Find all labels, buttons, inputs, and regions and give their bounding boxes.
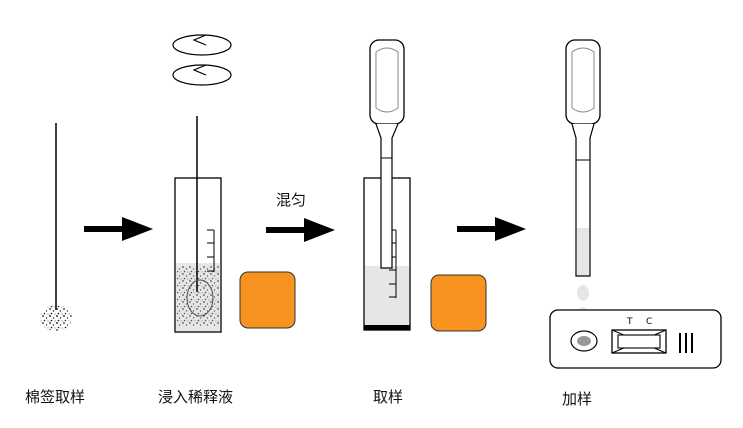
dropper-icon: [369, 39, 405, 269]
tube-icon: [174, 116, 222, 333]
test-cassette-icon: T C: [549, 309, 722, 369]
swab-icon: [40, 123, 72, 331]
arrow-right-icon: [266, 218, 335, 242]
cassette-c-label: C: [646, 317, 652, 327]
orange-pad: [239, 271, 296, 329]
dropper-icon: [565, 39, 601, 277]
step-3-label: 取样: [373, 388, 404, 406]
step-1-label: 棉签取样: [25, 388, 86, 406]
mix-label: 混匀: [276, 191, 307, 209]
step-4-label: 加样: [562, 390, 593, 408]
step-2-label: 浸入稀释液: [158, 388, 234, 406]
arrow-right-icon: [84, 217, 153, 241]
orange-pad: [430, 274, 487, 332]
cassette-t-label: T: [626, 317, 633, 327]
rotation-arrow-icon: [172, 34, 232, 86]
arrow-right-icon: [457, 217, 526, 241]
